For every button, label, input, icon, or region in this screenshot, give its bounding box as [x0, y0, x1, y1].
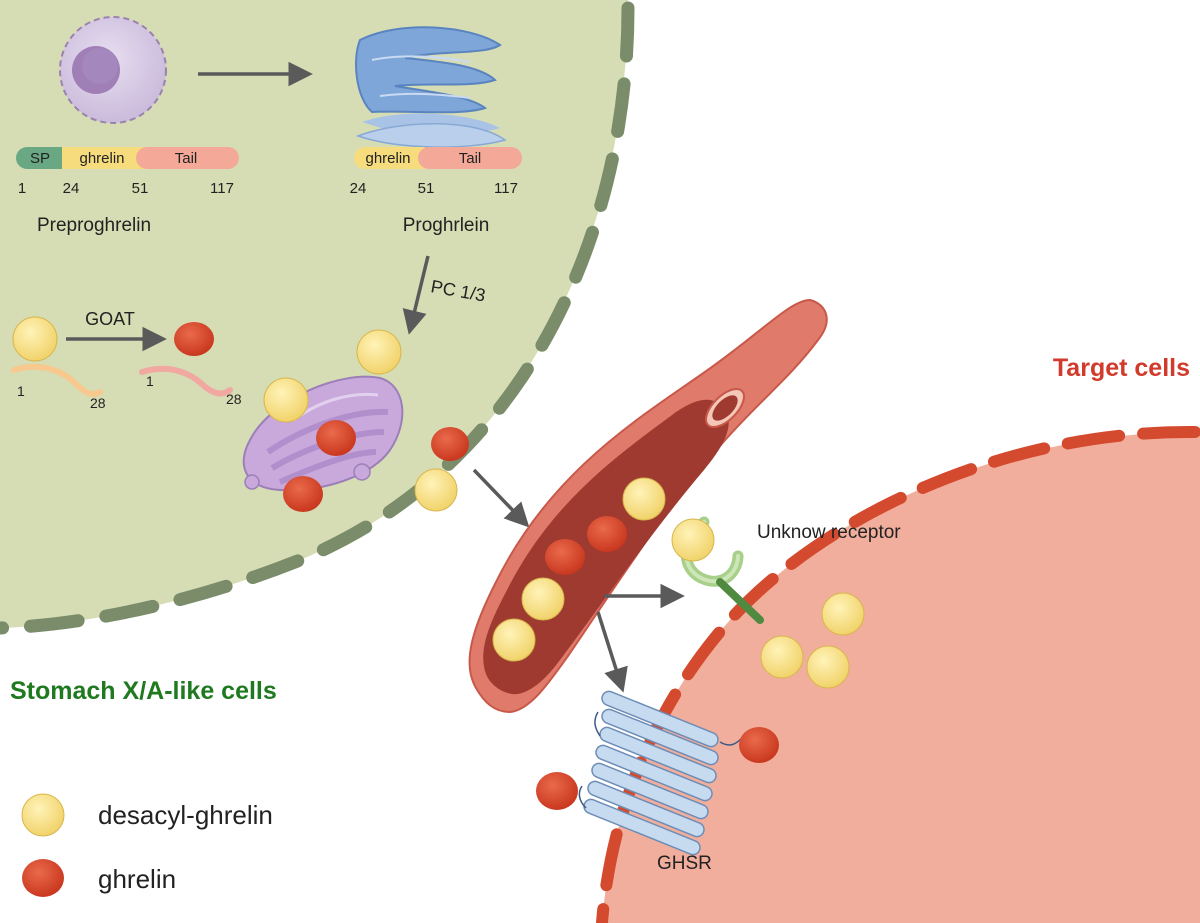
- segment-ghrelin: [354, 147, 434, 169]
- desacyl-ghrelin-particle: [263, 377, 309, 423]
- desacyl-ghrelin-particle: [622, 477, 666, 521]
- tick-label: 117: [210, 180, 234, 197]
- tick-label: 24: [350, 180, 367, 197]
- tick-label: 117: [494, 180, 518, 197]
- tick-label: 1: [18, 180, 26, 197]
- proghrelin-title: Proghrlein: [403, 215, 490, 236]
- secretion-arrow: [472, 468, 530, 528]
- ghrelin-particle: [587, 516, 627, 552]
- ghsr-label: GHSR: [657, 853, 712, 874]
- tick-label: 24: [63, 180, 80, 197]
- desacyl-ghrelin-particle: [414, 468, 458, 512]
- stomach-cell-membrane: [0, 1, 635, 635]
- ghrelin-particle: [536, 772, 578, 810]
- segment-tail-label: Tail: [459, 150, 482, 167]
- ghrelin-particle: [739, 727, 779, 763]
- ghrelin-particle: [545, 539, 585, 575]
- segment-ghrelin-label: ghrelin: [365, 150, 410, 167]
- ghrelin-peptide-chain: [139, 365, 233, 397]
- segment-tail-label: Tail: [175, 150, 198, 167]
- legend-label: desacyl-ghrelin: [98, 800, 273, 830]
- target-cell-body: [602, 431, 1200, 923]
- desacyl-ghrelin-particle: [760, 635, 804, 679]
- target-cell: [596, 425, 1200, 923]
- peptide-start-label: 1: [146, 373, 154, 389]
- segment-ghrelin: [62, 147, 152, 169]
- segment-tail: [136, 147, 239, 169]
- ghrelin-particle: [316, 420, 356, 456]
- desacyl-ghrelin-particle: [492, 618, 536, 662]
- desacyl-peptide-chain: [11, 363, 103, 397]
- legend-swatch-desacyl: [21, 793, 65, 837]
- desacyl-ghrelin-particle: [12, 316, 58, 362]
- ghsr-receptor-icon: [578, 690, 743, 856]
- desacyl-ghrelin-particle: [521, 577, 565, 621]
- endoplasmic-reticulum-icon: [355, 26, 507, 148]
- desacyl-ghrelin-particle: [821, 592, 865, 636]
- goat-enzyme-label: GOAT: [85, 309, 135, 329]
- ghrelin-particle: [174, 322, 214, 356]
- target-cell-label: Target cells: [1053, 354, 1190, 382]
- unknown-receptor-label: Unknow receptor: [757, 522, 901, 543]
- peptide-start-label: 1: [17, 383, 25, 399]
- legend-swatch-ghrelin: [22, 859, 64, 897]
- desacyl-ghrelin-particle: [806, 645, 850, 689]
- segment-ghrelin-label: ghrelin: [79, 150, 124, 167]
- desacyl-ghrelin-particle: [356, 329, 402, 375]
- proghrelin-bar: ghrelin Tail 24 51 117: [350, 147, 522, 197]
- ghrelin-particle: [431, 427, 469, 461]
- tick-label: 51: [418, 180, 435, 197]
- peptide-end-label: 28: [90, 395, 106, 411]
- legend-label: ghrelin: [98, 864, 176, 894]
- peptide-end-label: 28: [226, 391, 242, 407]
- desacyl-ghrelin-particle: [671, 518, 715, 562]
- legend: desacyl-ghrelin ghrelin: [21, 793, 273, 897]
- ghrelin-particle: [283, 476, 323, 512]
- tick-label: 51: [132, 180, 149, 197]
- stomach-cell-label: Stomach X/A-like cells: [10, 677, 277, 705]
- segment-tail: [418, 147, 522, 169]
- target-cell-membrane: [596, 425, 1200, 923]
- ghsr-arrow: [596, 611, 628, 693]
- segment-sp-label: SP: [30, 150, 50, 167]
- nucleus-icon: [59, 16, 167, 124]
- preproghrelin-bar: SP ghrelin Tail 1 24 51 117: [16, 147, 239, 197]
- preproghrelin-title: Preproghrelin: [37, 215, 151, 236]
- pc-cleavage-arrow: [402, 255, 430, 335]
